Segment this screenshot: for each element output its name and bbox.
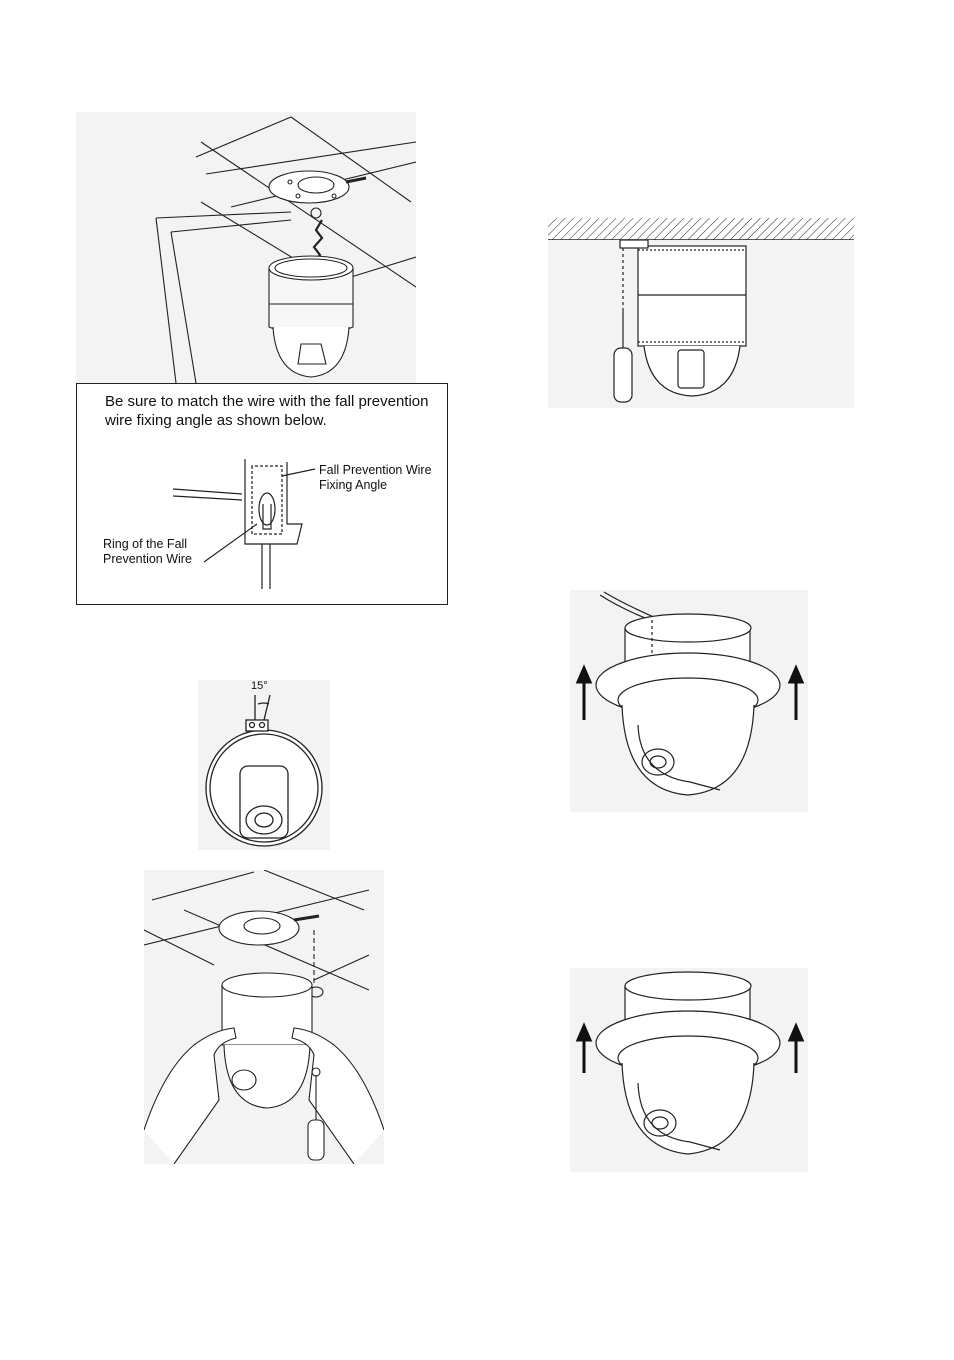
figure-angle-top-view: 15° [198,680,330,850]
figure-ceiling-mount-wire [76,112,416,384]
wire-fixing-detail-illustration [77,384,447,606]
figure-dome-lift-with-cable [570,590,808,812]
label-ring: Ring of the Fall Prevention Wire [103,537,203,567]
figure-dome-lift [570,968,808,1172]
figure-hands-install [144,870,384,1164]
angle-label: 15° [251,680,268,692]
figure-ceiling-side-screwdriver [548,218,854,408]
callout-box: Be sure to match the wire with the fall … [76,383,448,605]
label-fixing-angle: Fall Prevention Wire Fixing Angle [319,463,439,493]
